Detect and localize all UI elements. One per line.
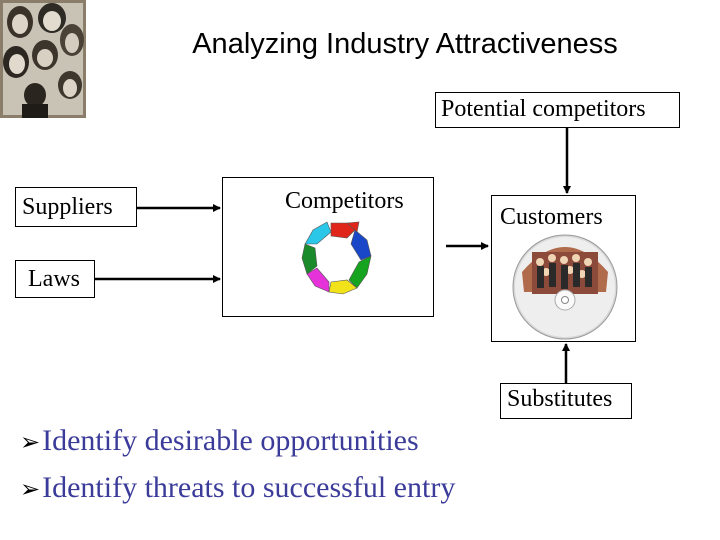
bullet-arrow-icon: ➢ — [20, 475, 41, 503]
cycle-arrows-icon — [301, 221, 372, 295]
crowd-clipart-icon — [0, 0, 86, 118]
suppliers-label: Suppliers — [22, 194, 113, 220]
competitors-label: Competitors — [285, 188, 404, 214]
suppliers-box: Suppliers — [15, 187, 137, 227]
laws-label: Laws — [28, 266, 80, 292]
bullet-text: Identify desirable opportunities — [42, 424, 419, 457]
bullet-text: Identify threats to successful entry — [42, 471, 456, 504]
customers-label: Customers — [500, 204, 603, 230]
laws-box: Laws — [15, 260, 95, 298]
competitors-box: Competitors — [222, 177, 434, 317]
potential-competitors-box: Potential competitors — [435, 92, 680, 128]
bullet-arrow-icon: ➢ — [20, 428, 41, 456]
slide-title: Analyzing Industry Attractiveness — [192, 28, 618, 60]
bullet-item: ➢Identify threats to successful entry — [20, 465, 455, 512]
bullet-item: ➢Identify desirable opportunities — [20, 418, 455, 465]
substitutes-box: Substitutes — [500, 383, 632, 419]
potential-competitors-label: Potential competitors — [441, 96, 646, 122]
bullet-list: ➢Identify desirable opportunities ➢Ident… — [20, 418, 455, 512]
substitutes-label: Substitutes — [507, 386, 613, 412]
music-cd-icon — [512, 234, 618, 340]
